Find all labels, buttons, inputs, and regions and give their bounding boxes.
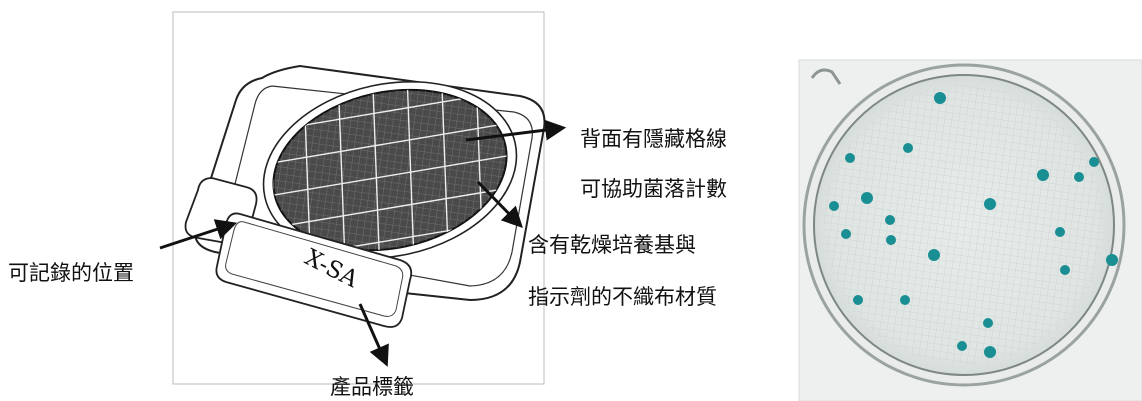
annotation-grid-line-2: 可協助菌落計數 (580, 177, 727, 201)
colony-dot (1089, 157, 1099, 167)
colony-dot (1074, 172, 1084, 182)
colony-dot (853, 295, 863, 305)
colony-dot (885, 215, 895, 225)
annotation-media-line-1: 含有乾燥培養基與 (528, 233, 696, 257)
colony-dot (845, 153, 855, 163)
annotation-writable-area: 可記錄的位置 (8, 261, 134, 285)
colony-dot (928, 249, 940, 261)
illustration-frame (172, 11, 545, 385)
colony-dot (829, 201, 839, 211)
arrow-grid (465, 119, 567, 142)
arrow-label (358, 303, 389, 367)
colony-dot (983, 318, 993, 328)
colony-dot (900, 295, 910, 305)
colony-dot (984, 346, 996, 358)
colonies (829, 92, 1118, 358)
colony-dot (957, 341, 967, 351)
device-plate-inner (224, 85, 533, 287)
colony-dot (1060, 265, 1070, 275)
colony-dot (861, 192, 873, 204)
colony-dot (1037, 169, 1049, 181)
device-illustration: X-SA (172, 11, 546, 385)
annotation-media-line-2: 指示劑的不織布材質 (528, 285, 717, 309)
colony-dot (934, 92, 946, 104)
dish-tab (810, 68, 842, 85)
arrow-writable (159, 219, 237, 250)
colony-dot (1055, 227, 1065, 237)
colony-dot (984, 198, 996, 210)
annotation-grid-line-1: 背面有隱藏格線 (580, 127, 727, 151)
colony-dot (1106, 254, 1118, 266)
colony-dot (841, 229, 851, 239)
dish-media (824, 85, 1104, 365)
petri-dish-photo (798, 59, 1142, 401)
colony-dot (903, 143, 913, 153)
annotation-product-label: 產品標籤 (330, 375, 414, 399)
colony-dot (886, 235, 896, 245)
arrow-media (476, 180, 523, 229)
